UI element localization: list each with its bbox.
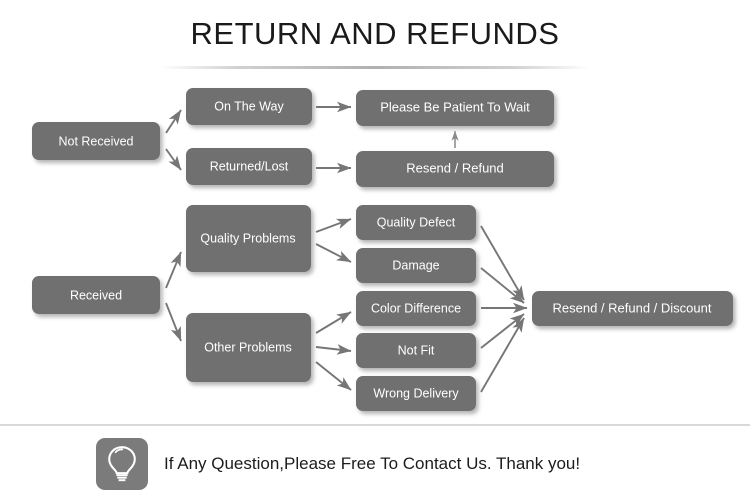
edge-received-to-quality-problems (165, 251, 182, 289)
edge-other-problems-to-not-fit (315, 344, 352, 355)
node-label-quality-defect: Quality Defect (377, 215, 456, 229)
edge-not-fit-to-resend-refund-discount (480, 313, 525, 349)
node-label-resend-refund: Resend / Refund (406, 160, 504, 175)
node-label-wrong-delivery: Wrong Delivery (373, 386, 459, 400)
node-label-other-problems: Other Problems (204, 340, 292, 354)
node-not-fit[interactable]: Not Fit (356, 333, 476, 368)
title-divider (160, 66, 590, 69)
node-returned-lost[interactable]: Returned/Lost (186, 148, 312, 185)
node-label-quality-problems: Quality Problems (200, 231, 295, 245)
node-not-received[interactable]: Not Received (32, 122, 160, 160)
lightbulb-icon (96, 438, 148, 490)
node-other-problems[interactable]: Other Problems (186, 313, 311, 382)
connector-group (165, 101, 528, 393)
edge-damage-to-resend-refund-discount (480, 267, 525, 304)
node-quality-defect[interactable]: Quality Defect (356, 205, 476, 240)
title-area: RETURN AND REFUNDS (0, 14, 750, 54)
node-label-damage: Damage (392, 258, 439, 272)
edge-quality-defect-to-resend-refund-discount (480, 225, 525, 301)
footer-text: If Any Question,Please Free To Contact U… (164, 454, 581, 473)
node-wrong-delivery[interactable]: Wrong Delivery (356, 376, 476, 411)
node-quality-problems[interactable]: Quality Problems (186, 205, 311, 272)
node-label-on-the-way: On The Way (214, 99, 284, 113)
edge-other-problems-to-color-difference (315, 311, 352, 334)
page-title: RETURN AND REFUNDS (190, 16, 560, 51)
node-label-color-difference: Color Difference (371, 301, 461, 315)
node-on-the-way[interactable]: On The Way (186, 88, 312, 125)
node-damage[interactable]: Damage (356, 248, 476, 283)
node-label-received: Received (70, 288, 122, 302)
node-please-be-patient-to-wait[interactable]: Please Be Patient To Wait (356, 90, 554, 126)
node-label-resend-refund-discount: Resend / Refund / Discount (553, 300, 712, 315)
node-label-not-received: Not Received (58, 134, 133, 148)
edge-quality-problems-to-quality-defect (315, 218, 352, 233)
node-color-difference[interactable]: Color Difference (356, 291, 476, 326)
edge-other-problems-to-wrong-delivery (315, 361, 352, 391)
flow-diagram: Not Received On The Way Returned/Lost Pl… (32, 88, 733, 411)
node-label-please-be-patient-to-wait: Please Be Patient To Wait (380, 99, 530, 114)
footer: If Any Question,Please Free To Contact U… (96, 438, 580, 490)
node-label-returned-lost: Returned/Lost (210, 159, 289, 173)
node-resend-refund-discount[interactable]: Resend / Refund / Discount (532, 291, 733, 326)
footer-divider (0, 424, 750, 426)
lightbulb-glyph (108, 446, 136, 482)
node-received[interactable]: Received (32, 276, 160, 314)
edge-quality-problems-to-damage (315, 243, 352, 263)
node-resend-refund[interactable]: Resend / Refund (356, 151, 554, 187)
edge-received-to-other-problems (165, 302, 182, 342)
node-label-not-fit: Not Fit (398, 343, 435, 357)
edge-not-received-to-returned-lost (165, 148, 182, 171)
edge-wrong-delivery-to-resend-refund-discount (480, 317, 525, 393)
edge-not-received-to-on-the-way (165, 109, 182, 134)
